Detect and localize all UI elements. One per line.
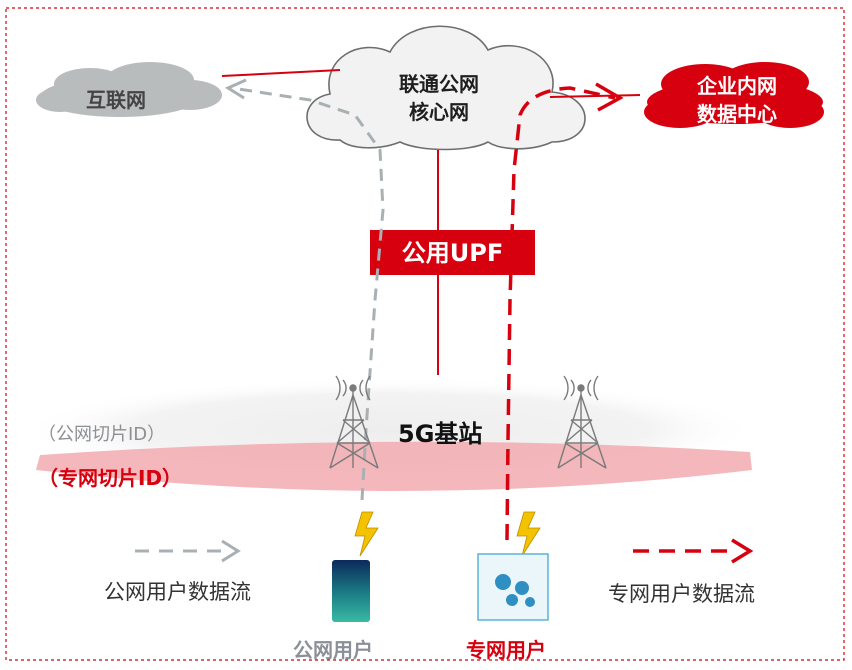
private-user-label: 专网用户 bbox=[466, 638, 546, 662]
private-slice-label: （专网切片ID） bbox=[38, 466, 183, 490]
internet-label: 互联网 bbox=[86, 88, 146, 112]
outer-frame bbox=[5, 7, 845, 661]
private-slice-band bbox=[36, 441, 752, 491]
private-user-signal-icon bbox=[516, 511, 541, 557]
enterprise-dc-label: 企业内网 数据中心 bbox=[672, 72, 802, 128]
core-enterprise-link bbox=[549, 94, 641, 98]
legend-private-flow-label: 专网用户数据流 bbox=[608, 582, 755, 606]
upf-label: 公用UPF bbox=[401, 239, 504, 267]
tower-left-icon bbox=[329, 375, 379, 469]
public-flow-path bbox=[231, 86, 385, 501]
public-user-device-icon bbox=[332, 560, 370, 622]
public-user-signal-icon bbox=[354, 511, 379, 557]
enterprise-dc-label-line1: 企业内网 bbox=[697, 74, 777, 98]
internet-cloud-icon bbox=[36, 62, 222, 117]
enterprise-dc-label-line2: 数据中心 bbox=[697, 102, 777, 126]
public-user-label: 公网用户 bbox=[293, 638, 373, 662]
enterprise-cloud-icon bbox=[644, 62, 824, 128]
public-slice-label: （公网切片ID） bbox=[38, 424, 166, 445]
private-flow-arrowhead bbox=[595, 82, 624, 112]
private-flow-path bbox=[505, 86, 616, 541]
private-user-device-icon bbox=[477, 553, 549, 621]
legend-public-flow-label: 公网用户数据流 bbox=[104, 580, 251, 604]
legend-public-flow-arrowhead bbox=[221, 539, 241, 563]
internet-core-link bbox=[221, 69, 341, 77]
core-network-label-line1: 联通公网 bbox=[399, 72, 479, 96]
public-flow-arrowhead bbox=[224, 78, 247, 100]
tower-right-icon bbox=[557, 375, 607, 469]
legend-private-flow-arrowhead bbox=[731, 538, 754, 564]
core-network-label-line2: 核心网 bbox=[409, 100, 469, 124]
upf-box bbox=[370, 230, 535, 275]
core-network-label: 联通公网 核心网 bbox=[364, 70, 514, 126]
base-station-label: 5G基站 bbox=[398, 420, 483, 448]
